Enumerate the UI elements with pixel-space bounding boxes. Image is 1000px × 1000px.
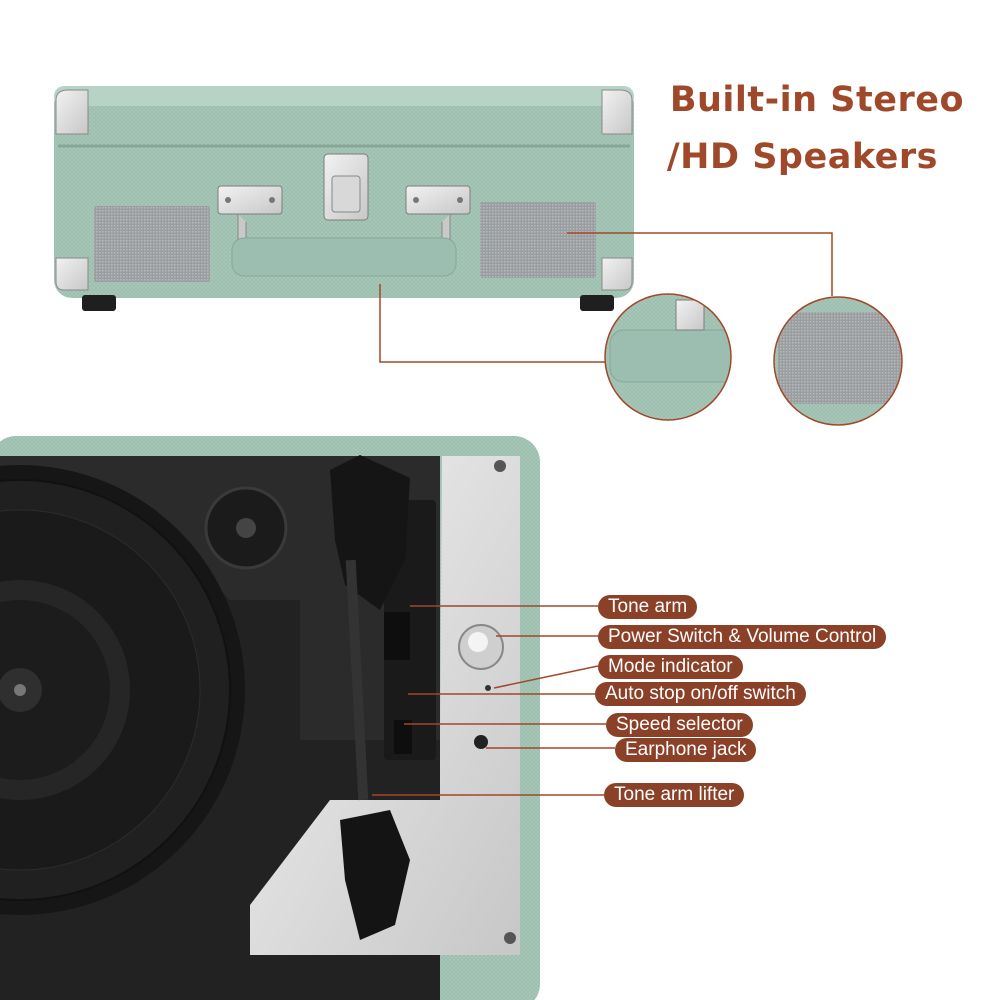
label-tone-arm: Tone arm: [598, 595, 698, 619]
label-power-switch-volume: Power Switch & Volume Control: [598, 625, 887, 649]
turntable-open-view: [0, 436, 540, 1000]
right-speaker-grille: [480, 202, 596, 278]
zoom-circle-speaker: [773, 296, 903, 426]
label-earphone-jack: Earphone jack: [615, 738, 757, 762]
label-auto-stop-switch: Auto stop on/off switch: [595, 682, 806, 706]
heading-line-1: Built-in Stereo: [669, 80, 964, 120]
label-tone-arm-lifter: Tone arm lifter: [604, 783, 745, 807]
label-speed-selector: Speed selector: [606, 713, 753, 737]
speaker-callout-lines: [379, 232, 833, 363]
left-speaker-grille: [94, 206, 210, 282]
control-callout-lines: [372, 605, 615, 796]
label-mode-indicator: Mode indicator: [598, 655, 743, 679]
suitcase-front-view: [54, 86, 634, 311]
heading-line-2: /HD Speakers: [666, 137, 938, 177]
zoom-circle-handle: [604, 293, 732, 421]
